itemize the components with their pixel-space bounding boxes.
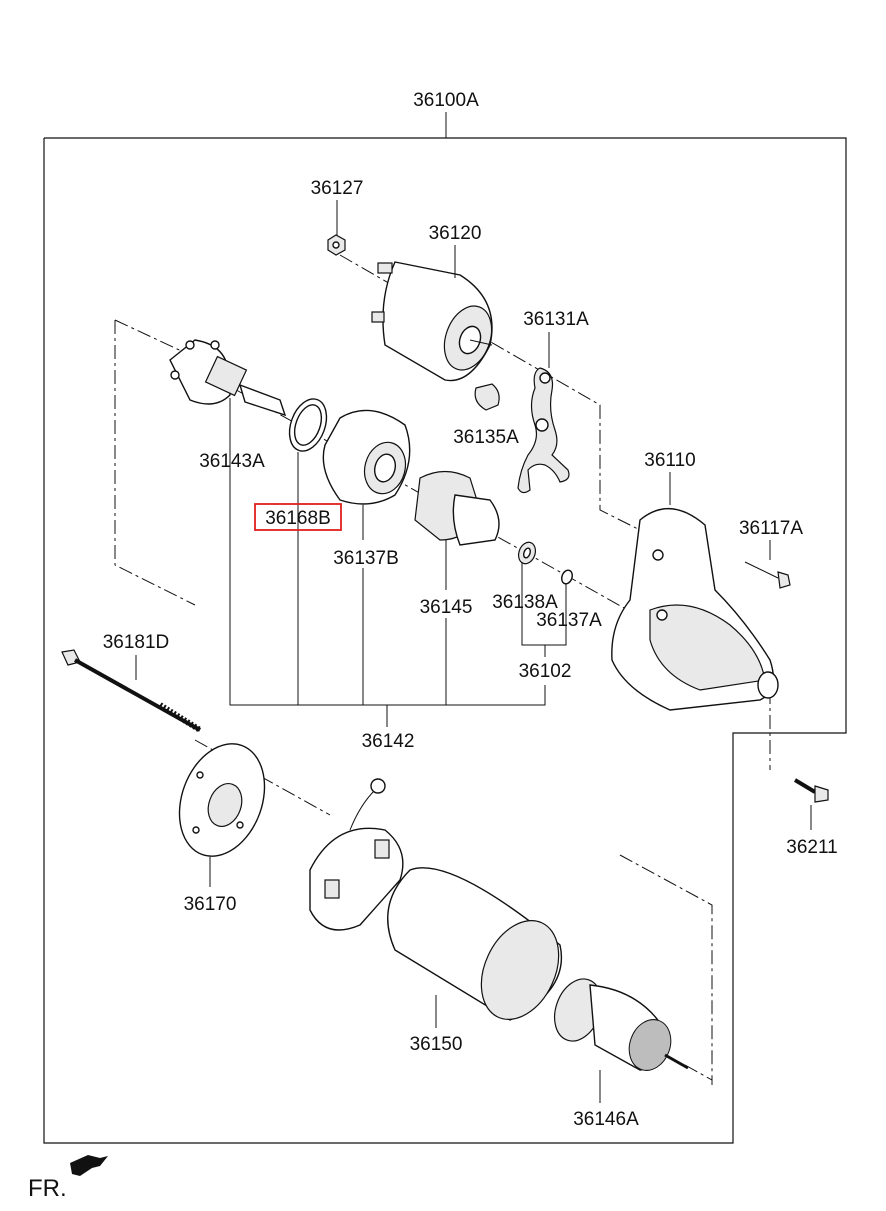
- centerline-armature: [619, 854, 713, 1085]
- label-36135A[interactable]: 36135A: [453, 427, 519, 448]
- label-36146A[interactable]: 36146A: [573, 1109, 639, 1130]
- assembly-frame: [43, 137, 847, 1144]
- bolt-36181D-part[interactable]: [61, 649, 202, 733]
- label-36138A[interactable]: 36138A: [492, 592, 558, 613]
- label-36137A[interactable]: 36137A: [536, 610, 602, 631]
- front-housing-36110-part[interactable]: [611, 507, 779, 711]
- label-36211[interactable]: 36211: [786, 837, 837, 858]
- pinion-36145-part[interactable]: [414, 470, 500, 546]
- label-36131A[interactable]: 36131A: [523, 309, 589, 330]
- gear-housing-36137B-part[interactable]: [322, 409, 411, 505]
- end-cover-36170-part[interactable]: [165, 732, 280, 868]
- front-direction-arrow-icon: [70, 1155, 108, 1176]
- plunger-36135A-part[interactable]: [474, 383, 500, 411]
- ring-36168B-part[interactable]: [283, 394, 333, 456]
- label-36110[interactable]: 36110: [644, 450, 695, 471]
- label-36170[interactable]: 36170: [184, 894, 237, 915]
- label-36143A[interactable]: 36143A: [199, 451, 265, 472]
- clip-36137A-part[interactable]: [560, 569, 574, 586]
- yoke-36150-part[interactable]: [387, 867, 574, 1032]
- label-36181D[interactable]: 36181D: [103, 632, 170, 653]
- label-36142[interactable]: 36142: [362, 731, 415, 752]
- label-36137B[interactable]: 36137B: [333, 548, 399, 569]
- label-36127[interactable]: 36127: [311, 178, 364, 199]
- leader-lines: [135, 200, 812, 1103]
- centerline-left: [114, 320, 196, 606]
- label-36168B[interactable]: 36168B: [265, 508, 331, 529]
- bolt-36211-part[interactable]: [793, 778, 829, 803]
- brush-holder-part[interactable]: [309, 778, 404, 931]
- shaft-36143A-part[interactable]: [169, 339, 287, 417]
- solenoid-36120-part[interactable]: [371, 261, 500, 382]
- label-36145[interactable]: 36145: [420, 597, 473, 618]
- label-36150[interactable]: 36150: [410, 1034, 463, 1055]
- nut-36127-part[interactable]: [327, 234, 346, 256]
- washer-36138A-part[interactable]: [516, 540, 539, 566]
- bolt-36117A-part[interactable]: [744, 561, 791, 589]
- label-36102[interactable]: 36102: [519, 661, 572, 682]
- highlight-box-36168B: [254, 503, 342, 531]
- label-36120[interactable]: 36120: [429, 223, 482, 244]
- label-assembly[interactable]: 36100A: [413, 90, 479, 111]
- armature-36146A-part[interactable]: [546, 972, 689, 1076]
- lever-36131A-part[interactable]: [517, 367, 570, 494]
- front-direction-label: FR.: [28, 1175, 67, 1202]
- label-36117A[interactable]: 36117A: [739, 518, 803, 539]
